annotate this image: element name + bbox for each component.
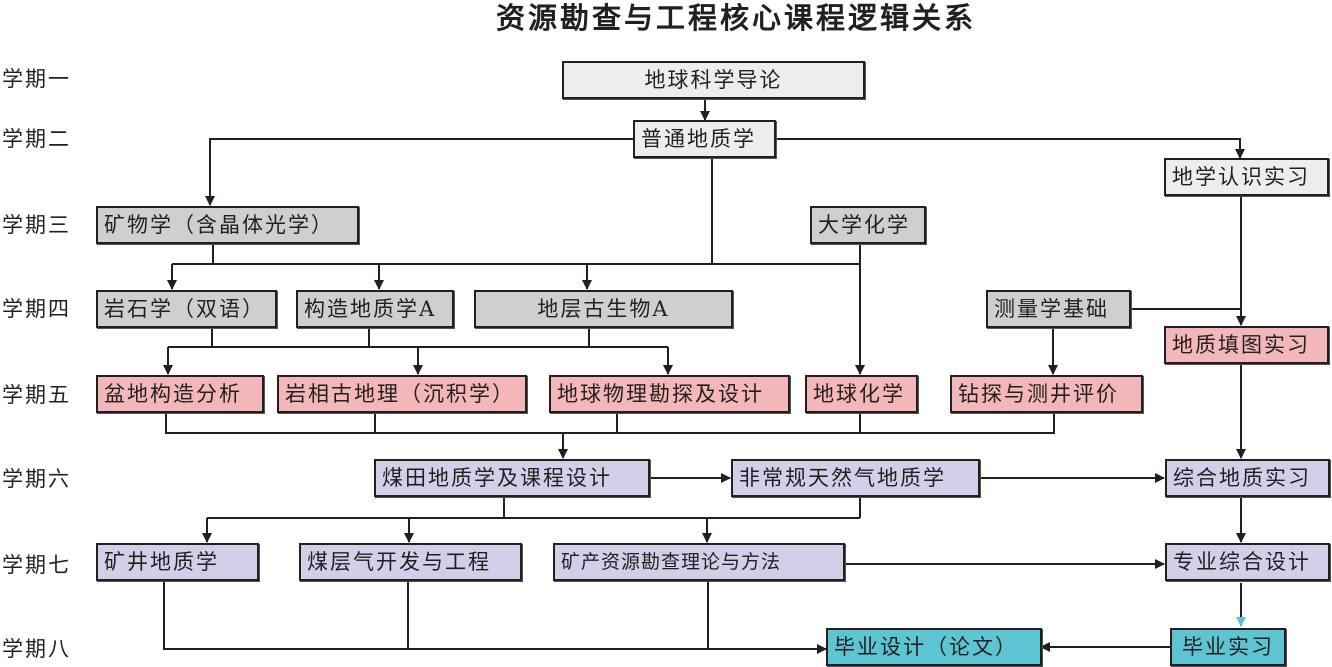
diagram-title-text: 资源勘查与工程核心课程逻辑关系 bbox=[495, 1, 976, 35]
semester-label-7: 学期七 bbox=[2, 553, 71, 577]
course-graduation-internship: 毕业实习 bbox=[1170, 628, 1286, 666]
course-petrology: 岩石学（双语） bbox=[96, 290, 277, 328]
semester-label-4: 学期四 bbox=[2, 297, 71, 321]
course-basin-structure: 盆地构造分析 bbox=[96, 375, 264, 413]
course-professional-design: 专业综合设计 bbox=[1165, 543, 1330, 581]
course-structural-geology: 构造地质学A bbox=[296, 290, 454, 328]
course-general-geology: 普通地质学 bbox=[633, 120, 776, 158]
course-mine-geology: 矿井地质学 bbox=[96, 543, 259, 581]
course-drilling-logging: 钻探与测井评价 bbox=[950, 375, 1143, 413]
semester-label-3: 学期三 bbox=[2, 213, 71, 237]
course-unconventional-gas: 非常规天然气地质学 bbox=[731, 459, 980, 497]
course-geo-mapping-practice: 地质填图实习 bbox=[1164, 326, 1329, 364]
diagram-title: 资源勘查与工程核心课程逻辑关系 bbox=[0, 0, 1332, 40]
course-coalfield-geology: 煤田地质学及课程设计 bbox=[374, 459, 650, 497]
link-row8-bus bbox=[163, 581, 827, 654]
semester-label-8: 学期八 bbox=[2, 637, 71, 661]
course-surveying: 测量学基础 bbox=[986, 290, 1131, 328]
course-geo-cognition-practice: 地学认识实习 bbox=[1164, 158, 1329, 196]
course-mineral-exploration: 矿产资源勘查理论与方法 bbox=[553, 543, 845, 581]
course-mineralogy: 矿物学（含晶体光学） bbox=[96, 206, 359, 244]
course-comprehensive-practice: 综合地质实习 bbox=[1165, 459, 1330, 497]
course-cbm-engineering: 煤层气开发与工程 bbox=[299, 543, 522, 581]
semester-label-1: 学期一 bbox=[2, 67, 71, 91]
course-graduation-thesis: 毕业设计（论文） bbox=[826, 628, 1042, 666]
course-stratigraphy-paleontology: 地层古生物A bbox=[474, 290, 733, 328]
course-earth-intro: 地球科学导论 bbox=[562, 61, 865, 99]
course-geochemistry: 地球化学 bbox=[805, 375, 918, 413]
semester-label-6: 学期六 bbox=[2, 467, 71, 491]
semester-label-5: 学期五 bbox=[2, 383, 71, 407]
course-geophysical-prospecting: 地球物理勘探及设计 bbox=[549, 375, 790, 413]
course-lithofacies-paleogeography: 岩相古地理（沉积学） bbox=[277, 375, 527, 413]
link-row5-bottom-bus bbox=[165, 413, 1055, 434]
link-general-to-cognition bbox=[775, 138, 1245, 159]
course-college-chemistry: 大学化学 bbox=[810, 206, 926, 244]
semester-label-2: 学期二 bbox=[2, 127, 71, 151]
link-general-to-mineralogy bbox=[205, 138, 634, 206]
